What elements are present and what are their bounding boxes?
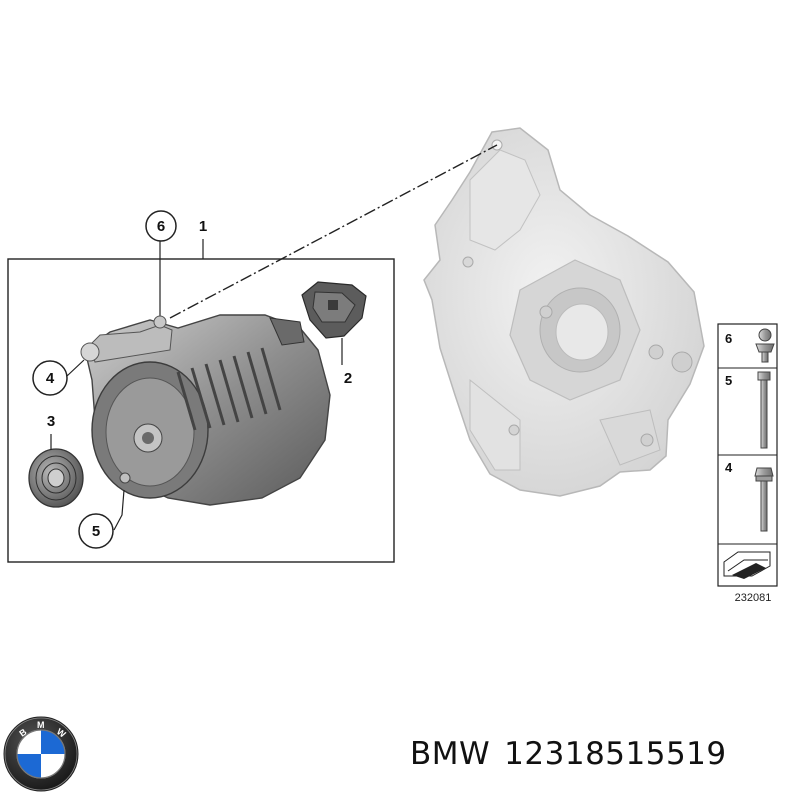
- drawing-number: 232081: [735, 592, 772, 604]
- part-caption: BMW 12318515519: [410, 736, 727, 772]
- part-number: 12318515519: [504, 736, 727, 772]
- callout-1-number: 1: [199, 218, 207, 235]
- callout-5: 5: [78, 513, 114, 549]
- legend-label-6: 6: [725, 331, 732, 346]
- assembly-frame: [7, 239, 395, 563]
- callout-6: 6: [145, 210, 177, 242]
- alternator-vents: [176, 347, 282, 431]
- callout-4-number: 4: [46, 370, 55, 387]
- direction-arrow-icon: [723, 551, 771, 579]
- engine-bracket: [423, 127, 705, 497]
- leader-line: [169, 144, 498, 319]
- brand-name: BMW: [410, 736, 491, 772]
- callout-2: 2: [344, 370, 352, 387]
- svg-text:M: M: [37, 720, 45, 730]
- voltage-regulator: [301, 281, 367, 339]
- legend-label-5: 5: [725, 373, 732, 388]
- callout-2-number: 2: [344, 370, 352, 387]
- callouts: 6 1 4 2 3 5: [32, 210, 352, 549]
- callout-1: 1: [199, 218, 207, 235]
- fastener-legend: 6 5 4 232081: [717, 323, 778, 604]
- callout-6-number: 6: [157, 218, 165, 235]
- pulley: [28, 448, 84, 508]
- callout-4: 4: [32, 360, 68, 396]
- callout-3: 3: [47, 413, 55, 430]
- bmw-logo: B M W: [3, 716, 79, 792]
- alternator: [80, 314, 331, 506]
- callout-3-number: 3: [47, 413, 55, 430]
- svg-text:B: B: [17, 726, 28, 738]
- long-bolt-icon: [757, 371, 771, 449]
- callout-5-number: 5: [92, 523, 100, 540]
- legend-label-4: 4: [725, 460, 733, 475]
- callout-leaders: [50, 338, 343, 531]
- ball-stud-icon: [755, 328, 775, 363]
- hex-bolt-icon: [754, 467, 774, 532]
